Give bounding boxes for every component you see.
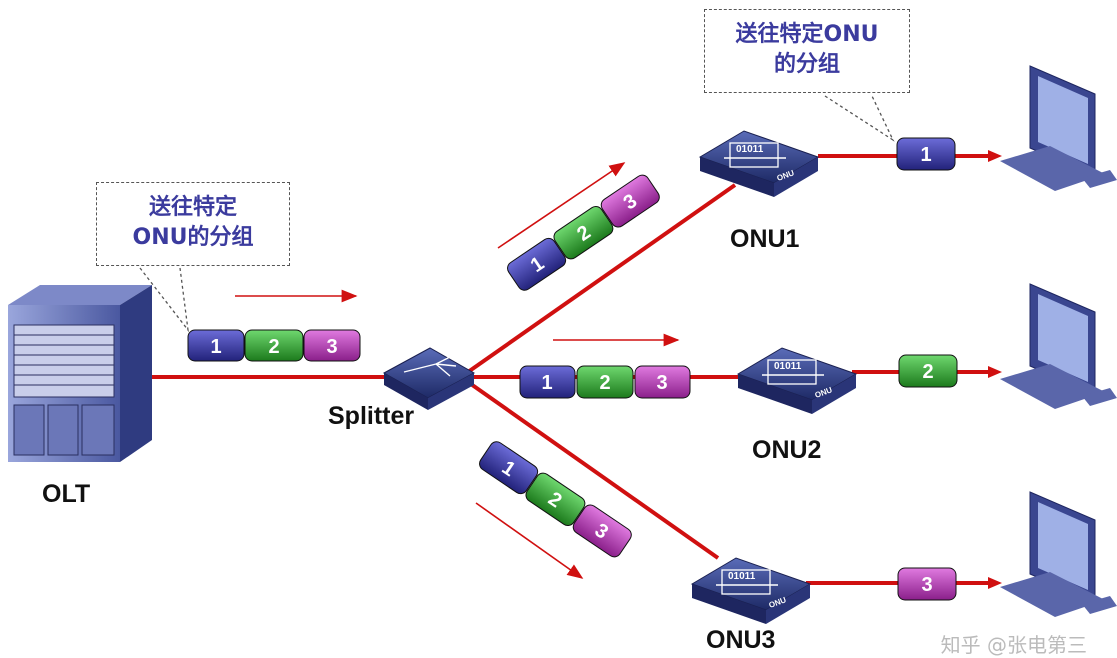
fiber-splitter-onu1	[466, 183, 737, 374]
packets-branch-onu3: 1 2 3	[479, 441, 632, 558]
arrowhead-pc1	[988, 150, 1002, 162]
callout-olt-line2: ONU的分组	[132, 225, 254, 250]
packet-1	[519, 365, 576, 399]
packet-1	[507, 237, 567, 291]
packets-branch-onu2: 1 2 3	[519, 365, 691, 399]
delivered-packet-onu2: 2	[898, 354, 958, 388]
arrow-to-onu3	[475, 502, 584, 579]
onu2-label: ONU2	[752, 436, 822, 464]
onu3-label: ONU3	[706, 626, 776, 654]
leader-onu	[824, 95, 895, 142]
computer-1	[1000, 65, 1117, 191]
onu3-bits: 01011	[728, 571, 756, 582]
splitter-device	[382, 347, 476, 410]
packet-2	[525, 472, 586, 527]
arrow-to-onu1	[497, 162, 626, 249]
packet-3	[634, 365, 691, 399]
arrowhead-pc2	[988, 366, 1002, 378]
splitter-label: Splitter	[328, 402, 415, 430]
computer-3	[1000, 491, 1117, 617]
onu1-device: 01011 ONU	[698, 130, 820, 197]
packet-1-label: 1	[541, 372, 552, 394]
delivered-packet-onu1: 1	[896, 137, 956, 171]
onu2-device: 01011 ONU	[736, 347, 858, 414]
callout-olt-packets: 送往特定 ONU的分组	[96, 182, 290, 266]
packet-3	[303, 329, 361, 362]
packet-1	[187, 329, 245, 362]
delivered-packet-2-label: 2	[922, 361, 933, 383]
callout-onu-line2: 的分组	[773, 52, 840, 77]
packet-1	[479, 441, 539, 495]
packet-1-label: 1	[210, 336, 221, 358]
leader-olt	[139, 267, 189, 333]
fiber-splitter-onu3	[466, 380, 720, 560]
packet-2	[553, 205, 614, 260]
packet-3-label: 3	[326, 336, 337, 358]
onu2-bits: 01011	[774, 361, 802, 372]
callout-leaders	[139, 95, 895, 333]
packet-2-label: 2	[599, 372, 610, 394]
packet-3	[572, 504, 632, 558]
direction-arrows	[235, 162, 680, 579]
olt-label: OLT	[42, 480, 91, 508]
computer-2	[1000, 283, 1117, 409]
onu1-label: ONU1	[730, 225, 800, 253]
delivered-packet-onu3: 3	[897, 567, 957, 601]
onu1-bits: 01011	[736, 144, 764, 155]
callout-olt-line1: 送往特定	[148, 195, 237, 220]
watermark: 知乎 @张电第三	[940, 633, 1087, 657]
arrowhead-pc3	[988, 577, 1002, 589]
packet-2	[576, 365, 634, 399]
packets-branch-onu1: 1 2 3	[507, 174, 660, 291]
packets-olt: 1 2 3	[187, 329, 361, 362]
packet-2-label: 2	[268, 336, 279, 358]
packet-2	[244, 329, 304, 362]
callout-onu-line1: 送往特定ONU	[735, 22, 879, 47]
delivered-packet-3-label: 3	[921, 574, 932, 596]
pc-arrowheads	[988, 150, 1002, 589]
delivered-packet-1-label: 1	[920, 144, 931, 166]
packet-3	[600, 174, 660, 228]
packet-3-label: 3	[656, 372, 667, 394]
olt-device	[8, 285, 152, 462]
onu3-device: 01011 ONU	[690, 557, 812, 624]
callout-onu-packets: 送往特定ONU 的分组	[704, 9, 910, 93]
